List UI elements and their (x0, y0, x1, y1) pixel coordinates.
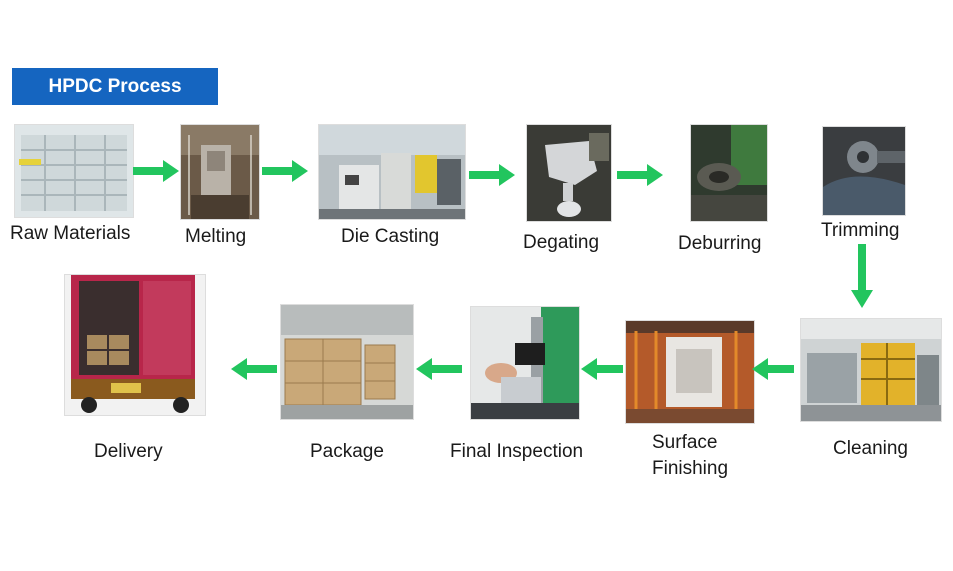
step-label-raw-materials: Raw Materials (10, 223, 131, 244)
arrow-down-icon (851, 244, 873, 308)
arrow-left-icon (416, 358, 462, 380)
raw-materials-photo (14, 124, 134, 218)
diagram-title: HPDC Process (12, 68, 218, 105)
arrow-left-icon (231, 358, 277, 380)
step-label-die-casting: Die Casting (341, 226, 440, 247)
arrow-right-icon (133, 160, 179, 182)
arrow-right-icon (469, 164, 515, 186)
delivery-photo (64, 274, 206, 416)
trimming-photo (822, 126, 906, 216)
step-label-melting: Melting (185, 226, 247, 247)
deburring-photo (690, 124, 768, 222)
step-label-surface-finishing-line1: Surface (652, 432, 718, 453)
degating-photo (526, 124, 612, 222)
melting-photo (180, 124, 260, 220)
arrow-left-icon (752, 358, 794, 380)
die-casting-photo (318, 124, 466, 220)
step-label-cleaning: Cleaning (833, 438, 908, 459)
arrow-right-icon (262, 160, 308, 182)
surface-finishing-photo (625, 320, 755, 424)
step-label-final-inspection: Final Inspection (450, 441, 584, 462)
step-label-deburring: Deburring (678, 233, 762, 254)
step-label-surface-finishing-line2: Finishing (652, 458, 729, 479)
arrow-left-icon (581, 358, 623, 380)
cleaning-photo (800, 318, 942, 422)
step-label-delivery: Delivery (94, 441, 163, 462)
step-label-degating: Degating (523, 232, 600, 253)
arrow-right-icon (617, 164, 663, 186)
step-label-trimming: Trimming (821, 220, 900, 241)
package-photo (280, 304, 414, 420)
final-inspection-photo (470, 306, 580, 420)
step-label-package: Package (310, 441, 384, 462)
